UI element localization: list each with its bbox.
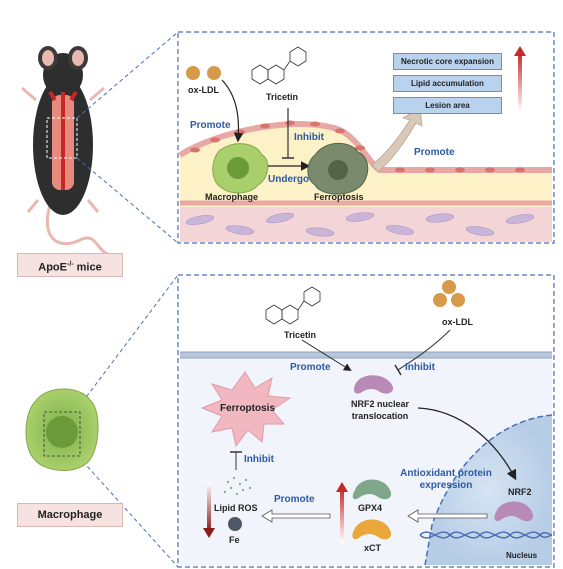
promote-label-bottom-top: Promote	[290, 362, 331, 373]
antioxidant-hollow-arrow	[407, 509, 488, 523]
promote-label-top-left: Promote	[190, 120, 231, 131]
nrf2-label-nucleus: NRF2	[508, 487, 532, 497]
nrf2-protein-nucleus	[494, 501, 534, 522]
nrf2-protein-cytoplasm	[353, 375, 394, 394]
lipid-ros-label: Lipid ROS	[214, 503, 258, 513]
antioxidant-expression-label: Antioxidant protein expression	[390, 468, 502, 492]
antioxidant-line2: expression	[419, 480, 473, 491]
inhibit-label-bottom-top: Inhibit	[405, 362, 435, 373]
nrf2-translocation-line2: translocation	[351, 411, 409, 421]
macrophage-label-top: Macrophage	[205, 192, 259, 202]
ferroptosis-label-top: Ferroptosis	[314, 192, 364, 202]
smooth-muscle-layer	[180, 207, 552, 242]
nucleus	[425, 415, 552, 565]
apoe-mouse-illustration	[21, 46, 121, 257]
tricetin-label-top: Tricetin	[266, 92, 299, 102]
tricetin-structure-bottom	[265, 286, 321, 325]
promote-label-bottom: Promote	[274, 494, 315, 505]
inhibit-label-bottom-mid: Inhibit	[244, 454, 274, 465]
tricetin-structure-top	[251, 46, 307, 85]
outcome-lesion-area: Lesion area	[393, 97, 502, 114]
undergo-label: Undergo	[268, 174, 310, 185]
outcome-lipid-accumulation: Lipid accumulation	[393, 75, 502, 92]
ox-ldl-particles-bottom	[433, 280, 465, 307]
gpx4-protein	[352, 479, 392, 500]
macrophage-cell-top	[212, 143, 269, 194]
ferroptosis-burst	[200, 371, 292, 448]
tricetin-label-bottom: Tricetin	[284, 330, 317, 340]
promote-hollow-arrow	[261, 509, 331, 523]
ferroptotic-cell-top	[307, 142, 369, 195]
macrophage-label: Macrophage	[17, 503, 123, 527]
ferroptosis-label-bottom: Ferroptosis	[220, 403, 276, 414]
ox-ldl-particles-top	[186, 66, 221, 80]
lipid-ros-dots	[223, 476, 252, 496]
promote-curved-arrow	[371, 107, 423, 173]
nucleus-label: Nucleus	[506, 551, 538, 560]
promote-label-top-right: Promote	[414, 147, 455, 158]
bottom-panel-frame	[177, 274, 555, 568]
xct-label: xCT	[364, 543, 382, 553]
macrophage-cell-illustration	[25, 388, 99, 471]
gpx4-label: GPX4	[358, 503, 383, 513]
nrf2-translocation-label: NRF2 nuclear translocation	[345, 398, 415, 422]
nrf2-translocation-line1: NRF2 nuclear	[350, 399, 410, 409]
fe-label: Fe	[229, 535, 240, 545]
outcome-necrotic-core: Necrotic core expansion	[393, 53, 502, 70]
xct-protein	[352, 519, 392, 540]
fe-ion	[228, 517, 242, 531]
ox-ldl-label-bottom: ox-LDL	[442, 317, 473, 327]
apoe-mouse-label: ApoE-/- mice	[17, 253, 123, 277]
inhibit-label-top: Inhibit	[294, 132, 324, 143]
ox-ldl-label-top: ox-LDL	[188, 85, 219, 95]
top-panel-frame	[177, 31, 555, 244]
antioxidant-line1: Antioxidant protein	[400, 468, 492, 479]
